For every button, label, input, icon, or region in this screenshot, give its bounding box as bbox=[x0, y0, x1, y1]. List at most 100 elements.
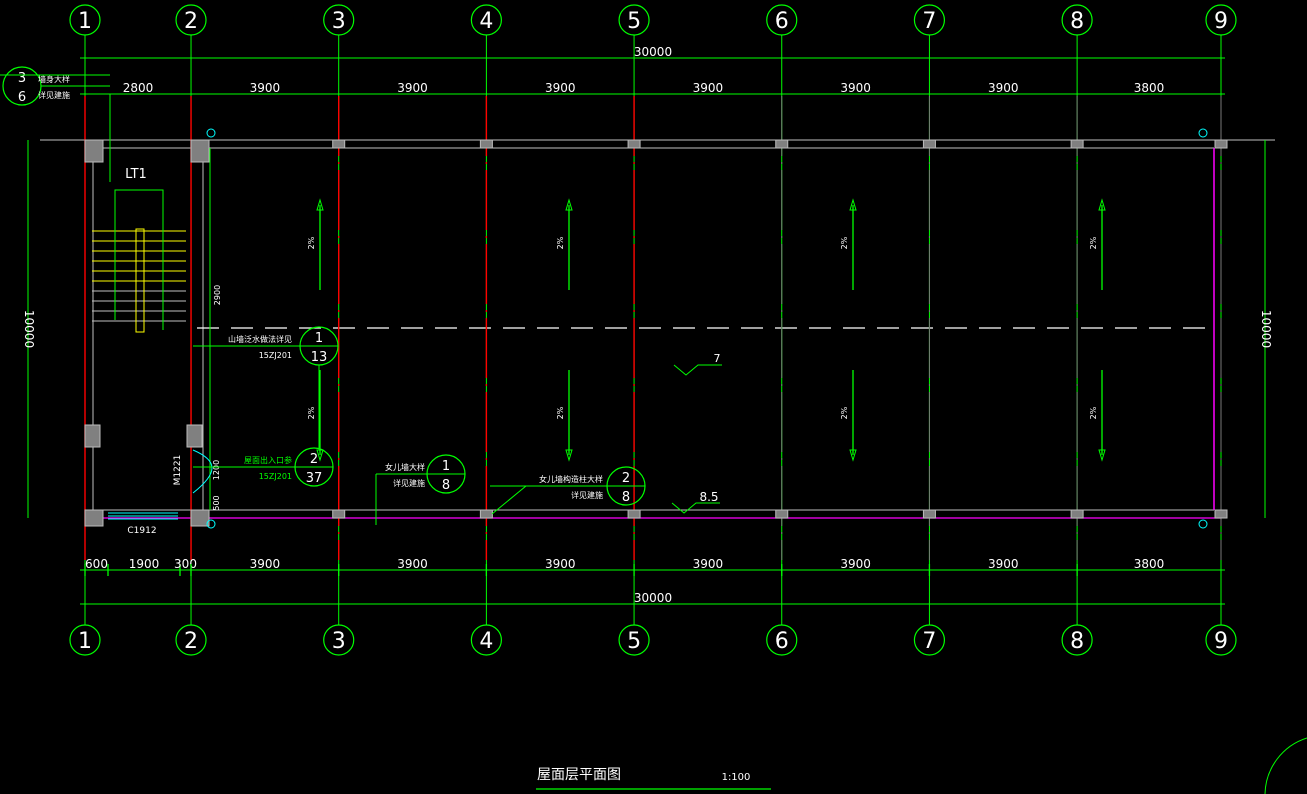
column bbox=[84, 424, 101, 448]
callout-sheet: 37 bbox=[306, 471, 323, 486]
elevation-label: 8.5 bbox=[699, 490, 718, 504]
dimension-bay-top: 3900 bbox=[397, 81, 428, 95]
column bbox=[84, 509, 104, 527]
axis-bubble-5 bbox=[618, 4, 650, 36]
slope-arrowhead bbox=[316, 449, 324, 462]
column bbox=[1214, 509, 1228, 519]
drawing-title: 屋面层平面图 bbox=[537, 767, 621, 783]
callout-text-1: 女儿墙大样 bbox=[385, 462, 425, 472]
slope-arrowhead bbox=[1098, 449, 1106, 462]
slope-arrowhead bbox=[565, 198, 573, 211]
column bbox=[190, 139, 210, 163]
elevation-label: 7 bbox=[714, 352, 721, 365]
slope-arrowhead bbox=[316, 198, 324, 211]
column bbox=[627, 139, 641, 149]
slope-label: 2% bbox=[840, 236, 849, 249]
slope-label: 2% bbox=[307, 236, 316, 249]
axis-bubble-8 bbox=[1061, 624, 1093, 656]
dimension-door2: 500 bbox=[212, 495, 221, 510]
axis-bubble-3 bbox=[323, 4, 355, 36]
slope-label: 2% bbox=[1089, 236, 1098, 249]
slope-arrowhead bbox=[1098, 198, 1106, 211]
axis-bubble-6 bbox=[766, 4, 798, 36]
slope-label: 2% bbox=[307, 406, 316, 419]
dimension-bay-top: 3900 bbox=[988, 81, 1019, 95]
axis-label-4: 4 bbox=[479, 629, 493, 654]
dimension-segment-bottom: 600 bbox=[85, 557, 108, 571]
axis-bubble-1 bbox=[69, 4, 101, 36]
axis-label-7: 7 bbox=[922, 629, 936, 654]
column bbox=[922, 509, 936, 519]
dimension-segment-bottom: 3900 bbox=[250, 557, 281, 571]
elevation-mark bbox=[671, 502, 720, 514]
axis-bubble-9 bbox=[1205, 624, 1237, 656]
dimension-bay-top: 3900 bbox=[250, 81, 281, 95]
callout-text-1: 墙身大样 bbox=[38, 74, 70, 84]
slope-label: 2% bbox=[840, 406, 849, 419]
column bbox=[479, 139, 493, 149]
column bbox=[332, 139, 346, 149]
column bbox=[1070, 139, 1084, 149]
axis-label-8: 8 bbox=[1070, 9, 1084, 34]
axis-bubble-5 bbox=[618, 624, 650, 656]
dimension-door: 1200 bbox=[212, 460, 221, 480]
slope-label: 2% bbox=[556, 236, 565, 249]
door-label: M1221 bbox=[173, 455, 183, 486]
dimension-segment-bottom: 3900 bbox=[840, 557, 871, 571]
callout-sheet: 6 bbox=[18, 90, 26, 105]
drain-icon bbox=[206, 128, 216, 138]
dimension-segment-bottom: 1900 bbox=[129, 557, 160, 571]
dimension-total-bottom: 30000 bbox=[634, 591, 672, 605]
callout-number: 3 bbox=[18, 71, 26, 86]
column bbox=[190, 509, 210, 527]
callout-leader bbox=[491, 485, 607, 515]
dimension-bay-top: 3800 bbox=[1134, 81, 1165, 95]
axis-label-6: 6 bbox=[775, 629, 789, 654]
dimension-segment-bottom: 3800 bbox=[1134, 557, 1165, 571]
axis-bubble-8 bbox=[1061, 4, 1093, 36]
axis-label-1: 1 bbox=[78, 629, 92, 654]
axis-label-9: 9 bbox=[1214, 629, 1228, 654]
door-swing bbox=[192, 449, 213, 494]
dimension-height-left: 10000 bbox=[22, 310, 36, 348]
axis-bubble-7 bbox=[913, 4, 946, 36]
dimension-segment-bottom: 3900 bbox=[545, 557, 576, 571]
axis-bubble-2 bbox=[175, 4, 207, 36]
axis-bubble-3 bbox=[323, 624, 355, 656]
drawing-scale: 1:100 bbox=[722, 772, 751, 783]
axis-bubble-9 bbox=[1205, 4, 1237, 36]
column bbox=[775, 509, 789, 519]
axis-label-9: 9 bbox=[1214, 9, 1228, 34]
axis-label-8: 8 bbox=[1070, 629, 1084, 654]
axis-bubble-4 bbox=[470, 4, 502, 36]
axis-label-3: 3 bbox=[332, 629, 346, 654]
drain-icon bbox=[1198, 519, 1208, 529]
dimension-bay-top: 2800 bbox=[123, 81, 154, 95]
dimension-segment-bottom: 3900 bbox=[988, 557, 1019, 571]
dimension-stair: 2900 bbox=[213, 285, 222, 305]
slope-label: 2% bbox=[556, 406, 565, 419]
dimension-total-top: 30000 bbox=[634, 45, 672, 59]
north-arrow-circle bbox=[1264, 737, 1307, 794]
slope-arrowhead bbox=[565, 449, 573, 462]
slope-label: 2% bbox=[1089, 406, 1098, 419]
callout-text-1: 山墙泛水做法详见 bbox=[228, 334, 292, 344]
axis-label-2: 2 bbox=[184, 9, 198, 34]
callout-text-1: 屋面出入口参 bbox=[244, 455, 292, 465]
stair-handrail bbox=[135, 228, 145, 333]
callout-text-2: 详见建施 bbox=[38, 90, 70, 100]
column bbox=[479, 509, 493, 519]
callout-sheet: 8 bbox=[622, 490, 630, 505]
callout-number: 2 bbox=[622, 471, 630, 486]
axis-label-4: 4 bbox=[479, 9, 493, 34]
axis-bubble-2 bbox=[175, 624, 207, 656]
axis-bubble-4 bbox=[470, 624, 502, 656]
elevation-mark bbox=[673, 364, 722, 376]
dimension-segment-bottom: 3900 bbox=[693, 557, 724, 571]
column bbox=[1214, 139, 1228, 149]
drain-icon bbox=[1198, 128, 1208, 138]
callout-number: 2 bbox=[310, 452, 318, 467]
callout-text-2: 15ZJ201 bbox=[259, 472, 292, 481]
axis-label-7: 7 bbox=[922, 9, 936, 34]
